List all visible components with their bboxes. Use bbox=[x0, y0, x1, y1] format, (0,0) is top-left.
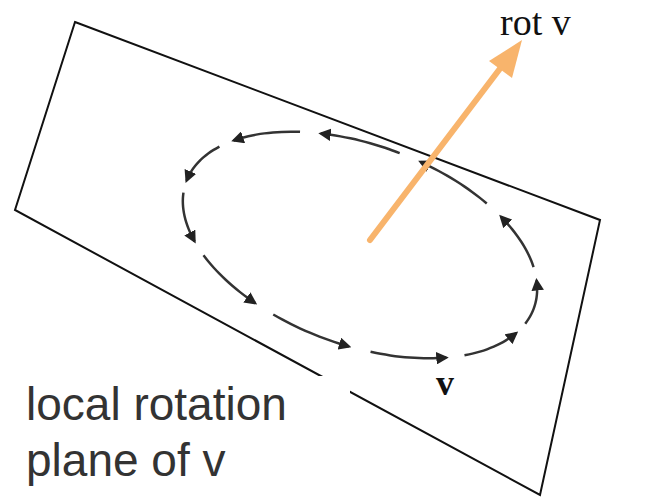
circulation-arrow bbox=[187, 147, 220, 181]
circulation-arrow bbox=[234, 132, 300, 141]
circulation-arrow bbox=[501, 217, 534, 267]
vector-label: rot v bbox=[500, 0, 571, 44]
circulation-arrow bbox=[464, 333, 516, 355]
curl-vector-head bbox=[489, 40, 522, 78]
vector-label: v bbox=[436, 362, 454, 404]
circulation-arrow bbox=[321, 133, 400, 153]
circulation-arrow bbox=[371, 352, 447, 358]
circulation-arrow bbox=[183, 193, 195, 242]
circulation-arrow bbox=[273, 315, 349, 347]
rotation-plane bbox=[15, 22, 600, 495]
circulation-arrow bbox=[420, 162, 486, 204]
circulation-arrow bbox=[204, 255, 256, 303]
circulation-arrows bbox=[183, 132, 537, 359]
plane-caption: local rotation plane of v bbox=[26, 376, 350, 488]
circulation-arrow bbox=[525, 280, 537, 323]
curl-vector-shaft bbox=[370, 62, 505, 240]
